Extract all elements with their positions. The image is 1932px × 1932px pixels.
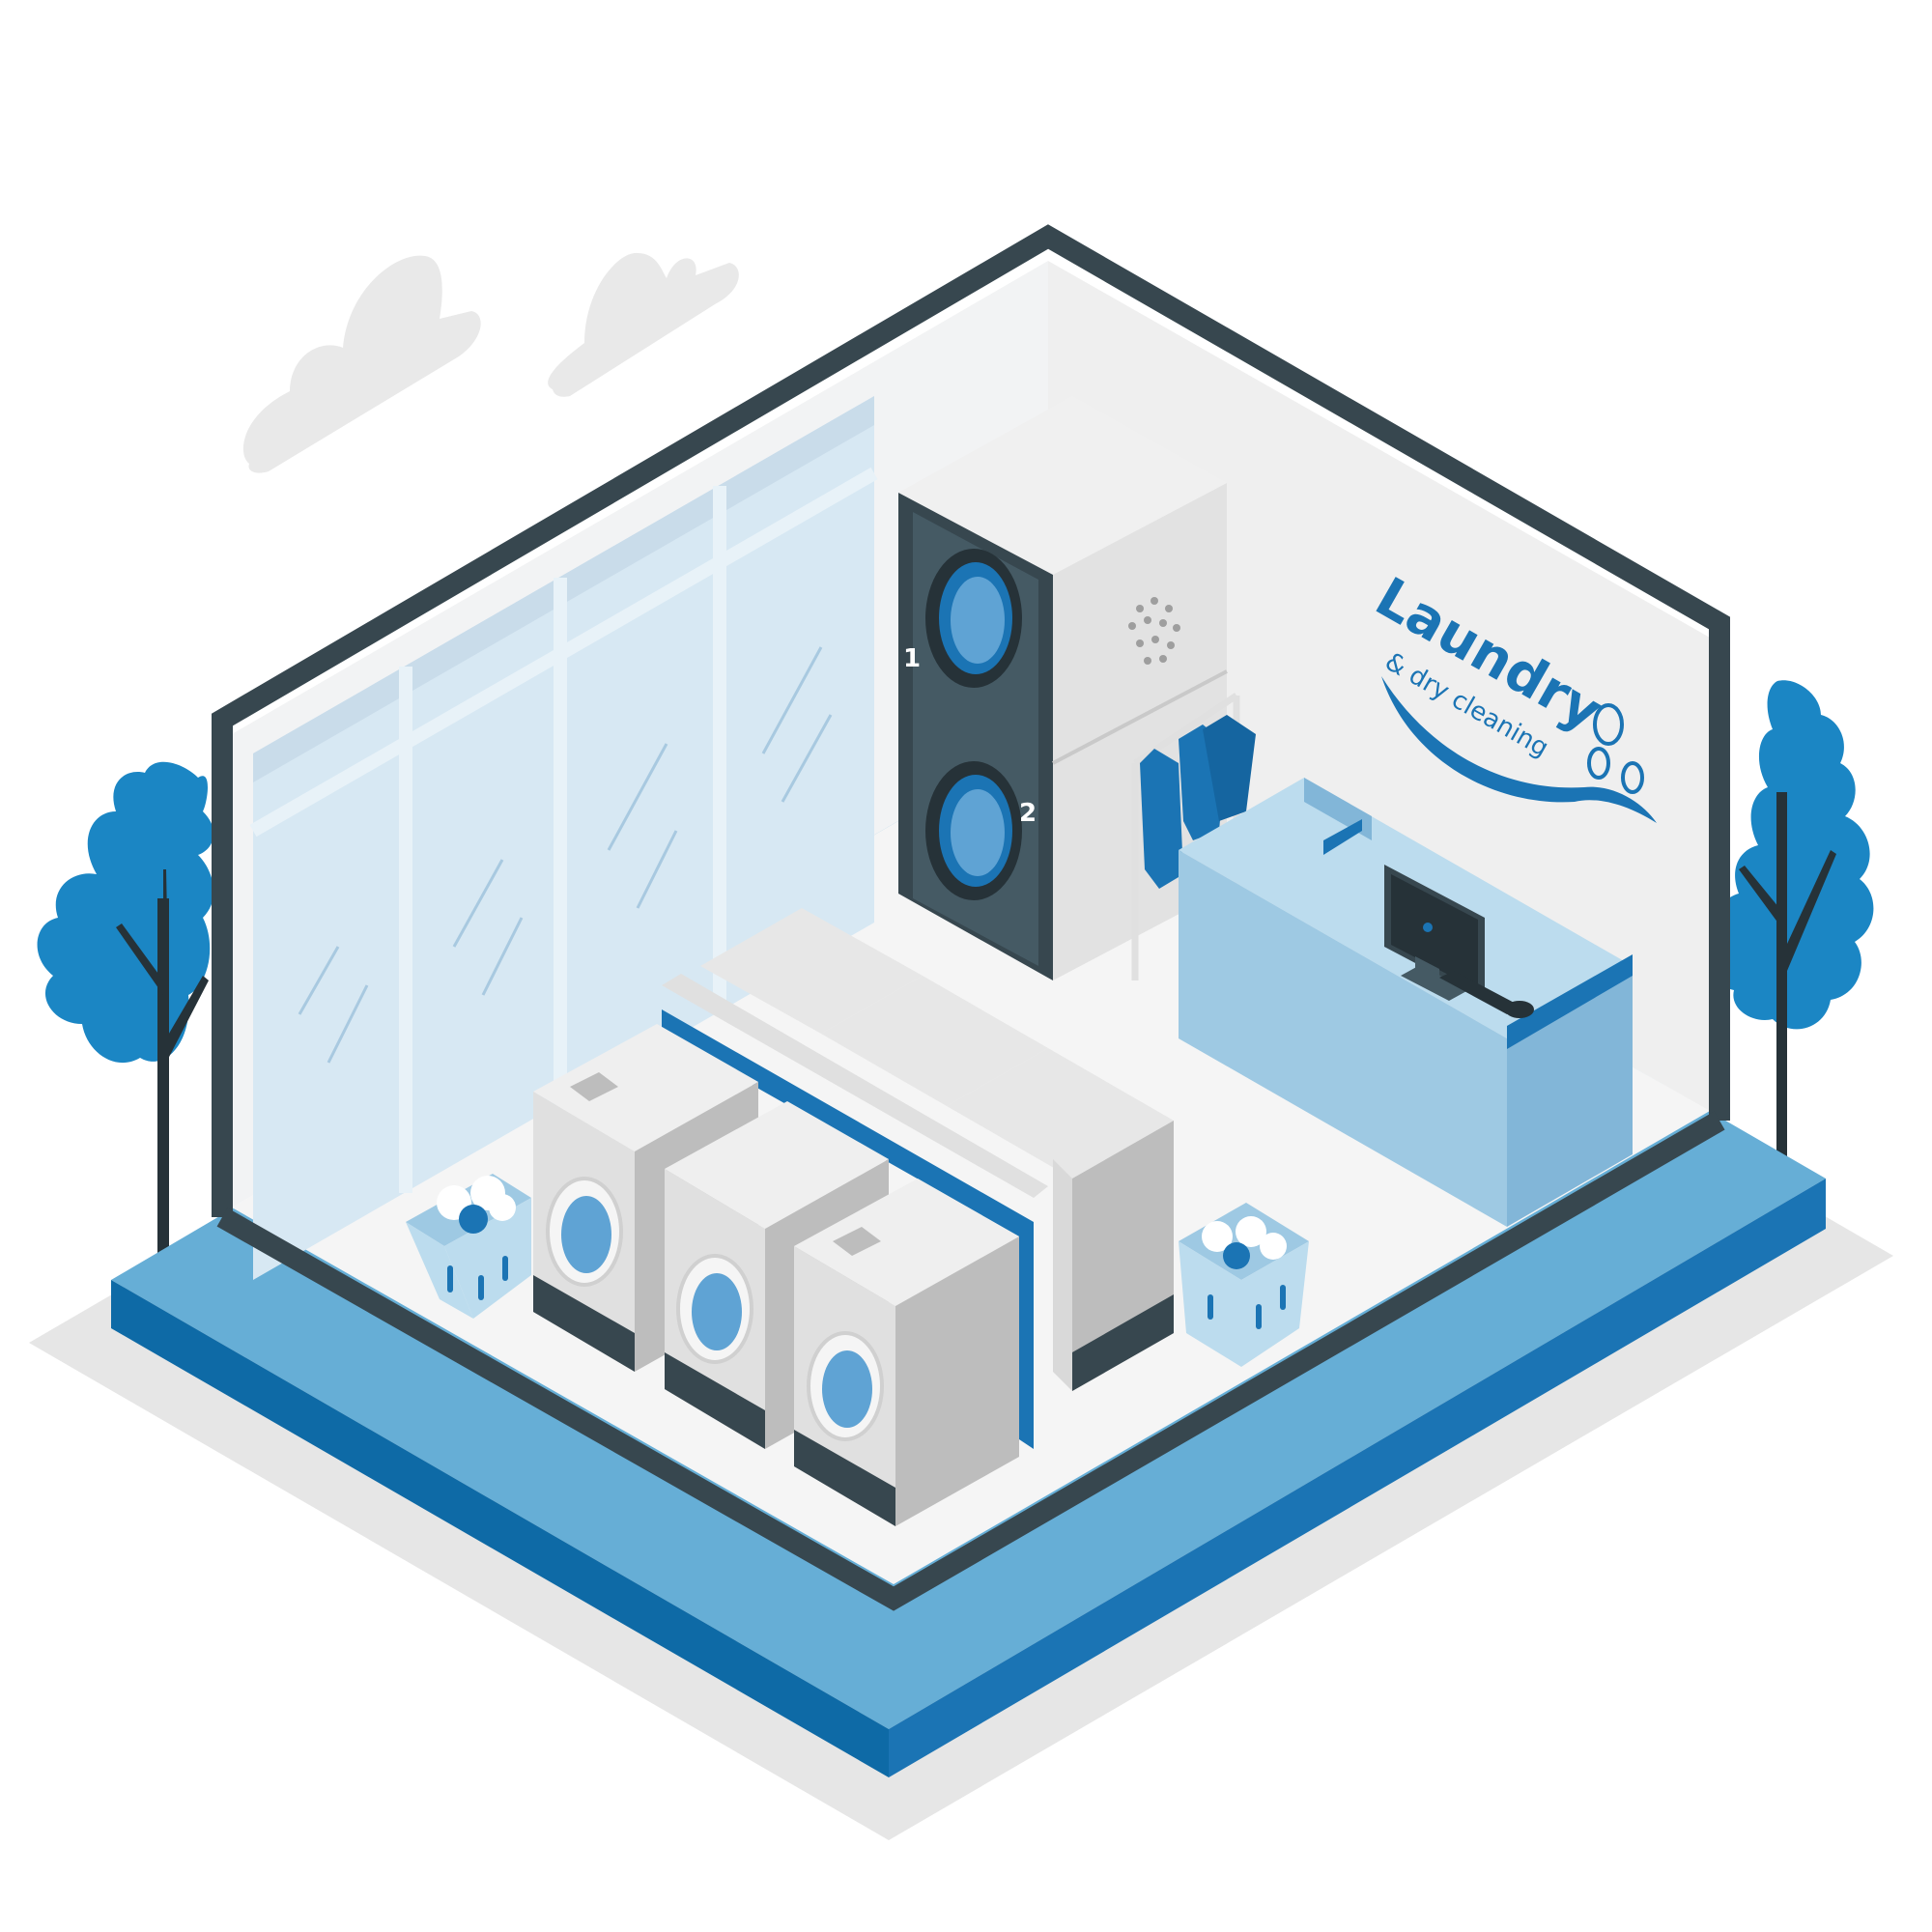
computer-mouse [1505,1001,1534,1018]
laundry-basket-right [1179,1203,1309,1367]
bubble-icon [1587,747,1610,780]
laundry-basket-left [406,1174,531,1319]
machine-number-bottom: 2 [1019,799,1037,828]
back-wall-right [1048,261,1710,1111]
sign-swoosh [1381,676,1657,823]
window-panes [249,396,878,1280]
cloud-left [242,255,481,473]
vent-dots [1128,597,1180,665]
bubble-icon [1593,703,1624,746]
front-floor-edge [216,1111,1725,1611]
stacked-dryer: 1 2 [898,396,1228,980]
washer-back-row [700,908,1174,1391]
machine-number-top: 1 [903,644,921,673]
tree-right [1712,680,1874,1188]
platform-left-side [111,1280,889,1777]
computer-monitor [1384,865,1521,1014]
house-frame [212,224,1730,1217]
bubble-icon [1621,761,1644,794]
tree-left [37,761,214,1280]
washer-front-3 [794,1179,1019,1526]
cloud-right [548,252,739,397]
platform-right-side [889,1179,1826,1777]
